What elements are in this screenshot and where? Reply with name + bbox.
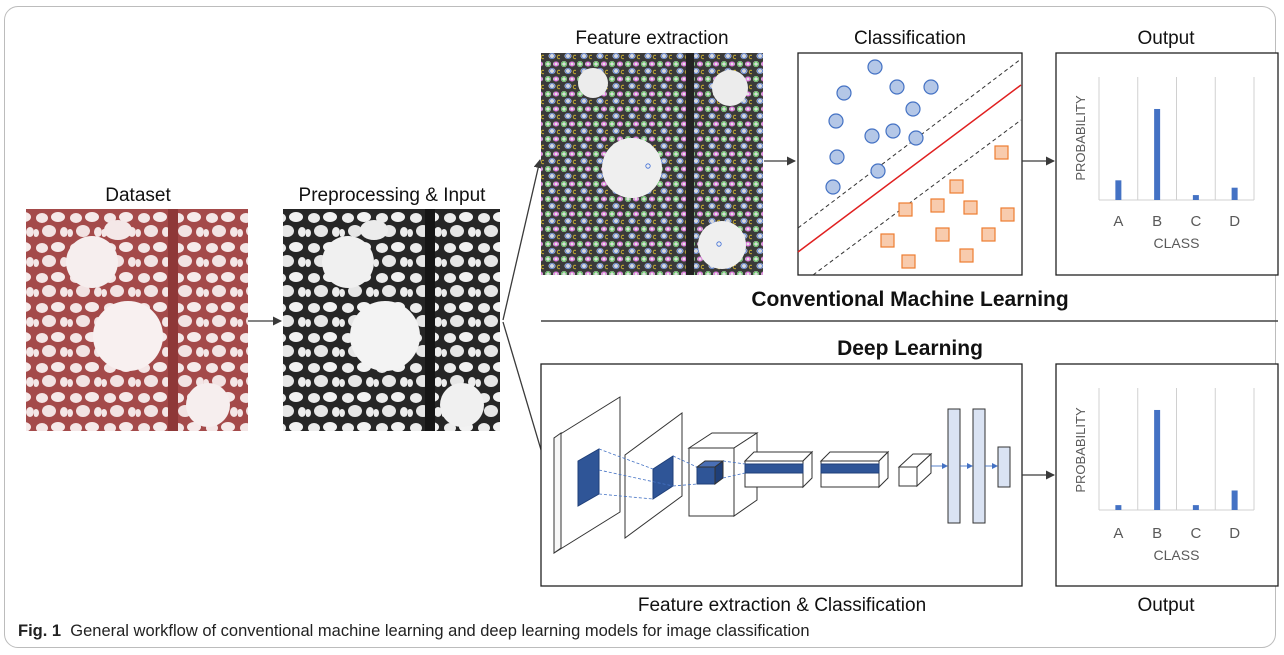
class-one-point	[908, 130, 924, 146]
class-two-point	[935, 227, 950, 242]
class-two-point	[981, 227, 996, 242]
class-one-point	[836, 85, 852, 101]
class-two-point	[963, 200, 978, 215]
dataset-label: Dataset	[105, 185, 171, 206]
class-one-point	[828, 113, 844, 129]
bar-C	[1192, 505, 1199, 510]
class-one-point	[864, 128, 880, 144]
cnn-kernel	[744, 463, 804, 474]
class-one-points	[825, 59, 939, 195]
y-axis-label: PROBABILITY	[1073, 407, 1088, 493]
class-two-point	[880, 233, 895, 248]
caption-text: General workflow of conventional machine…	[70, 622, 810, 640]
fc-layer	[997, 446, 1011, 488]
category-tick-label: C	[1190, 525, 1201, 542]
cnn-kernel	[696, 466, 716, 485]
x-axis-label: CLASS	[1154, 547, 1200, 563]
caption-label: Fig. 1	[18, 622, 62, 640]
svm-panel	[797, 52, 1023, 276]
preprocessing-label: Preprocessing & Input	[299, 185, 487, 206]
class-one-point	[889, 79, 905, 95]
arrow-to-deep	[502, 321, 550, 471]
margin-line-lower	[812, 119, 1022, 276]
class-two-point	[949, 179, 964, 194]
deep-feature-extraction-label: Feature extraction & Classification	[638, 595, 926, 616]
deep-learning-heading: Deep Learning	[837, 337, 983, 360]
cnn-feature-map	[819, 450, 890, 489]
category-tick-label: B	[1152, 525, 1162, 542]
class-one-point	[825, 179, 841, 195]
feature-extraction-label: Feature extraction	[575, 28, 728, 49]
deep-output-label: Output	[1137, 595, 1195, 616]
conventional-ml-heading: Conventional Machine Learning	[751, 288, 1068, 311]
class-one-point	[870, 163, 886, 179]
decision-boundary	[797, 84, 1022, 253]
bar-C	[1192, 195, 1199, 200]
class-two-point	[901, 254, 916, 269]
class-two-points	[880, 145, 1015, 269]
category-tick-label: A	[1113, 213, 1123, 230]
conventional-output-label: Output	[1137, 28, 1195, 49]
class-one-point	[885, 123, 901, 139]
fc-layer	[972, 408, 986, 524]
fc-layer	[947, 408, 961, 524]
classification-label: Classification	[854, 28, 966, 49]
class-two-point	[1000, 207, 1015, 222]
category-tick-label: B	[1152, 213, 1162, 230]
class-one-point	[867, 59, 883, 75]
category-tick-label: C	[1190, 213, 1201, 230]
bar-D	[1231, 490, 1238, 510]
figure-caption: Fig. 1 General workflow of conventional …	[18, 622, 810, 641]
cnn-feature-map	[553, 396, 621, 554]
x-axis-label: CLASS	[1154, 235, 1200, 251]
bar-B	[1154, 409, 1161, 510]
dataset-image	[26, 209, 248, 431]
bar-D	[1231, 187, 1238, 200]
feature-extraction-image	[541, 53, 763, 275]
bar-B	[1154, 108, 1161, 200]
margin-line-upper	[797, 58, 1022, 229]
category-tick-label: D	[1229, 213, 1240, 230]
category-tick-label: D	[1229, 525, 1240, 542]
class-one-point	[905, 101, 921, 117]
cnn-feature-map	[897, 452, 933, 488]
category-tick-label: A	[1113, 525, 1123, 542]
preprocessed-image	[283, 209, 500, 431]
class-two-point	[930, 198, 945, 213]
class-two-point	[898, 202, 913, 217]
cnn-connections	[598, 448, 746, 500]
deep-output-chart: A B C D CLASS PROBABILITY	[1055, 363, 1279, 587]
bar-A	[1115, 505, 1122, 510]
cnn-feature-map	[624, 412, 683, 539]
bar-A	[1115, 180, 1122, 200]
cnn-kernel	[820, 463, 880, 474]
cnn-feature-map	[743, 450, 814, 489]
cnn-panel	[540, 363, 1023, 587]
conventional-output-chart: A B C D CLASS PROBABILITY	[1055, 52, 1279, 276]
y-axis-label: PROBABILITY	[1073, 95, 1088, 181]
arrow-to-conventional	[502, 159, 543, 321]
class-one-point	[923, 79, 939, 95]
class-two-point	[959, 248, 974, 263]
class-one-point	[829, 149, 845, 165]
class-two-point	[994, 145, 1009, 160]
